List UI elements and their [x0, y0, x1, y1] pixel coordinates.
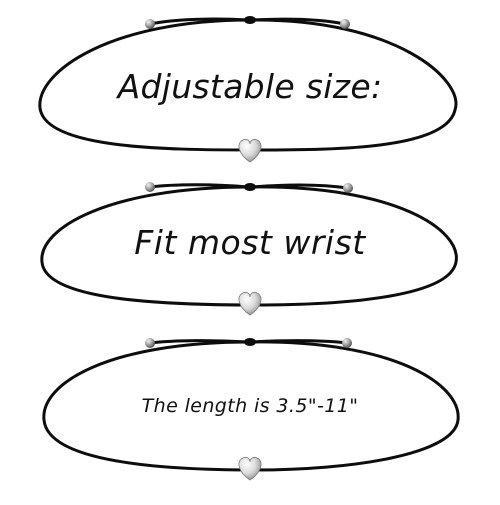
bead-icon [342, 338, 352, 348]
bead-icon [145, 182, 155, 192]
heart-icon [238, 456, 262, 481]
slide-knot [244, 16, 256, 24]
bracelet-3 [42, 338, 460, 481]
bracelet-2-right-tail [251, 183, 349, 190]
bracelet-1 [38, 16, 458, 163]
heart-icon [238, 291, 262, 316]
bracelet-2 [40, 182, 458, 316]
bead-icon [340, 19, 350, 29]
bead-icon [145, 19, 155, 29]
bead-icon [343, 183, 353, 193]
bracelet-3-right-tail [251, 339, 348, 345]
caption-length-range: The length is 3.5"-11" [141, 395, 359, 417]
bracelet-1-left-tail [149, 17, 249, 26]
caption-adjustable-size: Adjustable size: [117, 67, 383, 106]
bracelet-1-right-tail [251, 17, 346, 26]
bead-icon [145, 338, 155, 348]
slide-knot [244, 183, 256, 191]
bracelet-3-left-tail [149, 339, 249, 345]
bracelet-2-left-tail [149, 183, 249, 189]
slide-knot [244, 338, 256, 346]
heart-icon [238, 138, 262, 163]
caption-fit-most-wrist: Fit most wrist [134, 223, 366, 262]
